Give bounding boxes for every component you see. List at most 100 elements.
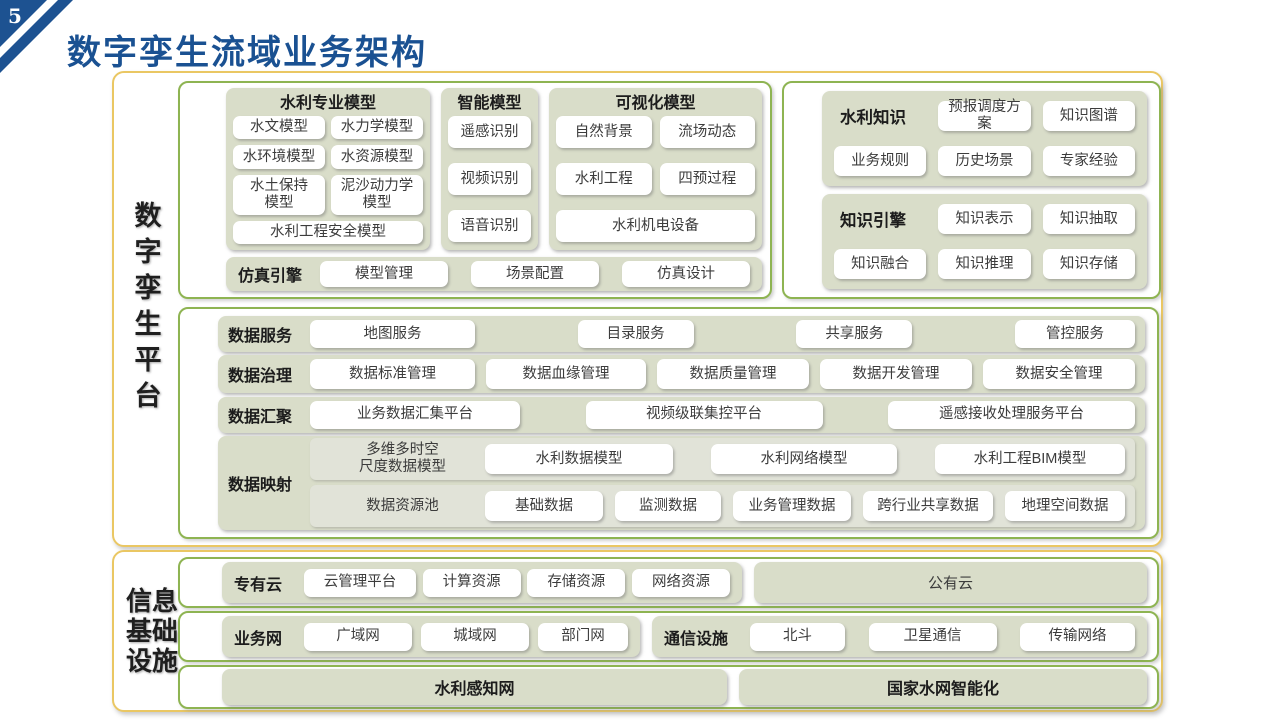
chip-simulation-design: 仿真设计 — [622, 261, 750, 287]
hydro-models-title: 水利专业模型 — [279, 95, 376, 112]
chip-natural-background: 自然背景 — [556, 116, 652, 148]
chip-transmission-network: 传输网络 — [1020, 622, 1135, 651]
data-aggregation-label: 数据汇聚 — [228, 408, 293, 426]
public-cloud-box: 公有云 — [754, 562, 1147, 603]
data-aggregation-band: 数据汇聚 业务数据汇集平台 视频级联集控平台 遥感接收处理服务平台 — [218, 396, 1145, 433]
chip-sediment-dynamics-model: 泥沙动力学 模型 — [331, 174, 423, 215]
data-services-band: 数据服务 地图服务 目录服务 共享服务 管控服务 — [218, 316, 1145, 352]
chip-model-management: 模型管理 — [320, 261, 448, 287]
water-sensing-network-box: 水利感知网 — [222, 669, 727, 705]
data-services-chips: 地图服务 目录服务 共享服务 管控服务 — [310, 320, 1135, 348]
chip-water-resources-model: 水资源模型 — [331, 145, 423, 169]
national-water-network-box: 国家水网智能化 — [739, 669, 1147, 705]
simulation-engine-chips: 模型管理 场景配置 仿真设计 — [320, 261, 750, 287]
chip-water-project: 水利工程 — [556, 163, 652, 195]
chip-business-data-platform: 业务数据汇集平台 — [310, 400, 520, 429]
chip-network-resources: 网络资源 — [631, 568, 730, 597]
chip-man: 城域网 — [421, 622, 529, 651]
chip-data-lineage-mgmt: 数据血缘管理 — [486, 359, 646, 390]
chip-geospatial-data: 地理空间数据 — [1005, 491, 1125, 522]
chip-knowledge-representation: 知识表示 — [938, 204, 1031, 234]
chip-data-development-mgmt: 数据开发管理 — [820, 359, 972, 390]
chip-knowledge-extraction: 知识抽取 — [1042, 204, 1135, 234]
private-cloud-chips: 云管理平台 计算资源 存储资源 网络资源 — [304, 568, 730, 597]
chip-business-mgmt-data: 业务管理数据 — [733, 491, 851, 522]
hydro-models-grid: 水文模型 水力学模型 水环境模型 水资源模型 水土保持 模型 泥沙动力学 模型 … — [233, 116, 423, 244]
data-governance-chips: 数据标准管理 数据血缘管理 数据质量管理 数据开发管理 数据安全管理 — [310, 359, 1135, 390]
water-knowledge-label: 水利知识 — [840, 109, 906, 127]
chip-knowledge-graph: 知识图谱 — [1042, 101, 1135, 131]
chip-knowledge-storage: 知识存储 — [1042, 249, 1135, 279]
chip-compute-resources: 计算资源 — [422, 568, 521, 597]
chip-flow-field-dynamics: 流场动态 — [659, 116, 755, 148]
simulation-engine-band: 仿真引擎 模型管理 场景配置 仿真设计 — [226, 257, 762, 291]
simulation-engine-label: 仿真引擎 — [238, 268, 303, 285]
chip-water-environment-model: 水环境模型 — [233, 145, 325, 169]
chip-water-network-model: 水利网络模型 — [711, 444, 897, 475]
knowledge-engine-panel: 知识引擎 知识表示 知识抽取 知识融合 知识推理 知识存储 — [822, 194, 1147, 289]
platform-side-label: 数字孪生平台 — [130, 201, 161, 417]
chip-video-cascade-platform: 视频级联集控平台 — [585, 400, 823, 429]
private-cloud-label: 专有云 — [234, 576, 283, 594]
chip-four-forecast-process: 四预过程 — [659, 163, 755, 195]
chip-hydraulics-model: 水力学模型 — [331, 116, 423, 140]
data-mapping-rows: 多维多时空 尺度数据模型 水利数据模型 水利网络模型 水利工程BIM模型 数据资… — [310, 438, 1135, 528]
data-resource-pool-label: 数据资源池 — [366, 497, 439, 514]
chip-data-security-mgmt: 数据安全管理 — [983, 359, 1135, 390]
chip-soil-conservation-model: 水土保持 模型 — [233, 174, 325, 215]
chip-catalog-service: 目录服务 — [577, 320, 694, 348]
cloud-row-box: 专有云 云管理平台 计算资源 存储资源 网络资源 公有云 — [178, 557, 1159, 608]
chip-storage-resources: 存储资源 — [527, 568, 626, 597]
sensing-row-box: 水利感知网 国家水网智能化 — [178, 665, 1159, 709]
chip-beidou: 北斗 — [750, 622, 845, 651]
data-governance-label: 数据治理 — [228, 368, 293, 386]
spatiotemporal-model-chips: 水利数据模型 水利网络模型 水利工程BIM模型 — [485, 444, 1125, 475]
chip-expert-experience: 专家经验 — [1042, 146, 1135, 176]
chip-data-quality-mgmt: 数据质量管理 — [657, 359, 809, 390]
model-panels-row: 水利专业模型 水文模型 水力学模型 水环境模型 水资源模型 水土保持 模型 泥沙… — [226, 88, 762, 250]
infrastructure-container: 信息 基础 设施 专有云 云管理平台 计算资源 存储资源 网络资源 公有云 业务… — [112, 550, 1163, 712]
data-section-box: 数据服务 地图服务 目录服务 共享服务 管控服务 数据治理 数据标准管理 数据血… — [178, 307, 1159, 539]
private-cloud-band: 专有云 云管理平台 计算资源 存储资源 网络资源 — [222, 562, 742, 603]
knowledge-section-box: 水利知识 预报调度方案 知识图谱 业务规则 历史场景 专家经验 知识引擎 知识表… — [782, 81, 1161, 299]
digital-twin-platform-container: 数字孪生平台 水利专业模型 水文模型 水力学模型 水环境模型 水资源模型 水土保… — [112, 71, 1163, 547]
chip-project-safety-model: 水利工程安全模型 — [233, 220, 423, 244]
model-section-box: 水利专业模型 水文模型 水力学模型 水环境模型 水资源模型 水土保持 模型 泥沙… — [178, 81, 772, 299]
chip-knowledge-fusion: 知识融合 — [834, 249, 927, 279]
chip-remote-sensing-recognition: 遥感识别 — [448, 116, 531, 148]
page-title: 数字孪生流域业务架构 — [67, 34, 427, 72]
chip-speech-recognition: 语音识别 — [448, 210, 531, 242]
chip-sharing-service: 共享服务 — [796, 320, 913, 348]
visualization-models-title: 可视化模型 — [615, 95, 696, 112]
chip-water-bim-model: 水利工程BIM模型 — [935, 444, 1125, 475]
communication-facilities-label: 通信设施 — [664, 630, 729, 648]
chip-video-recognition: 视频识别 — [448, 163, 531, 195]
page-number: 5 — [8, 4, 22, 28]
business-network-band: 业务网 广域网 城域网 部门网 — [222, 616, 640, 657]
communication-facilities-band: 通信设施 北斗 卫星通信 传输网络 — [652, 616, 1147, 657]
spatiotemporal-model-row: 多维多时空 尺度数据模型 水利数据模型 水利网络模型 水利工程BIM模型 — [310, 438, 1135, 481]
visualization-models-grid: 自然背景 流场动态 水利工程 四预过程 水利机电设备 — [556, 116, 755, 244]
chip-monitoring-data: 监测数据 — [615, 491, 721, 522]
business-network-label: 业务网 — [234, 630, 283, 648]
chip-basic-data: 基础数据 — [485, 491, 603, 522]
chip-electromechanical-equipment: 水利机电设备 — [556, 210, 755, 242]
data-services-label: 数据服务 — [228, 328, 293, 345]
infrastructure-side-label: 信息 基础 设施 — [126, 586, 179, 676]
network-row-box: 业务网 广域网 城域网 部门网 通信设施 北斗 卫星通信 传输网络 — [178, 611, 1159, 662]
data-resource-pool-row: 数据资源池 基础数据 监测数据 业务管理数据 跨行业共享数据 地理空间数据 — [310, 485, 1135, 528]
chip-business-rules: 业务规则 — [834, 146, 927, 176]
chip-department-network: 部门网 — [538, 622, 628, 651]
water-knowledge-panel: 水利知识 预报调度方案 知识图谱 业务规则 历史场景 专家经验 — [822, 91, 1147, 186]
chip-water-data-model: 水利数据模型 — [485, 444, 673, 475]
ai-models-panel: 智能模型 遥感识别 视频识别 语音识别 — [441, 88, 538, 250]
chip-wan: 广域网 — [304, 622, 412, 651]
hydro-models-panel: 水利专业模型 水文模型 水力学模型 水环境模型 水资源模型 水土保持 模型 泥沙… — [226, 88, 430, 250]
chip-forecast-dispatch-plan: 预报调度方案 — [938, 99, 1031, 132]
chip-control-service: 管控服务 — [1014, 320, 1135, 348]
visualization-models-panel: 可视化模型 自然背景 流场动态 水利工程 四预过程 水利机电设备 — [549, 88, 762, 250]
chip-knowledge-reasoning: 知识推理 — [938, 249, 1031, 279]
chip-satellite-communication: 卫星通信 — [868, 622, 997, 651]
data-resource-pool-chips: 基础数据 监测数据 业务管理数据 跨行业共享数据 地理空间数据 — [485, 491, 1125, 522]
